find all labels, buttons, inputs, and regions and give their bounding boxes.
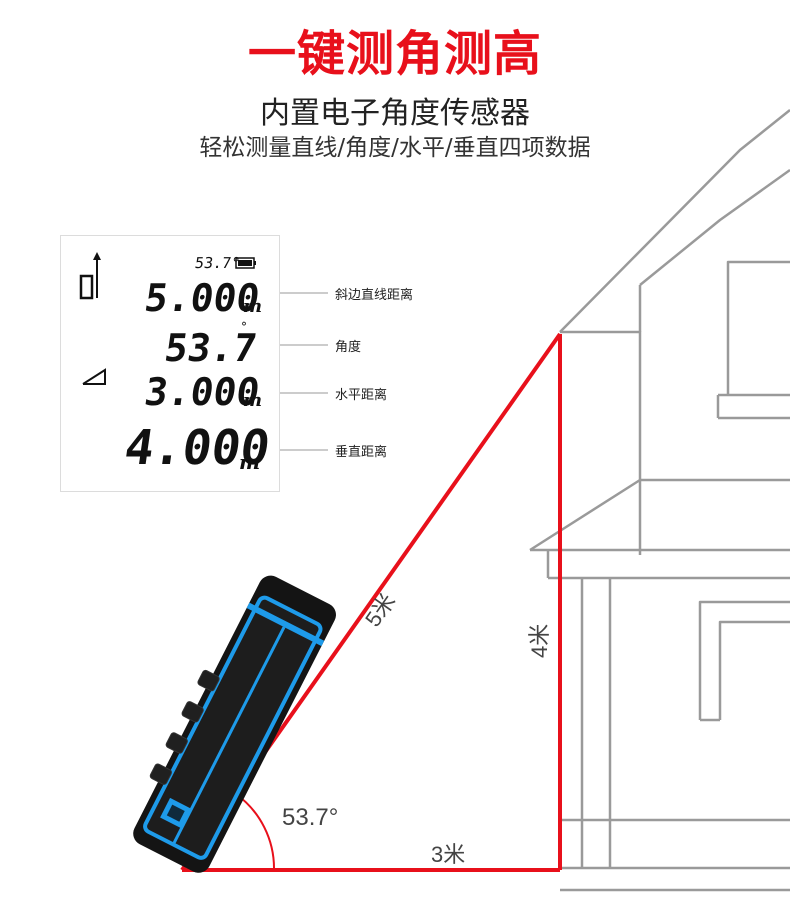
callout-vertical: 垂直距离 [335,445,388,460]
battery-icon [235,257,256,269]
lcd-display: 53.7° 5.000 m 53.7 ° 3.000 m 4.000 m [60,235,280,492]
headline: 一键测角测高 [247,26,542,82]
mode-icon [79,252,101,300]
rangefinder-device [133,575,336,873]
lcd-vertical-unit: m [239,450,261,474]
angle-label: 53.7° [282,804,339,831]
lcd-horizontal-unit: m [243,390,263,411]
subtitle: 内置电子角度传感器 [260,96,530,131]
callout-horizontal: 水平距离 [335,388,388,403]
lcd-hypotenuse-unit: m [243,296,263,317]
feature-description: 轻松测量直线/角度/水平/垂直四项数据 [199,135,591,161]
callout-hypotenuse: 斜边直线距离 [335,288,414,303]
lcd-angle-unit: ° [241,320,247,334]
vertical-label: 4米 [527,623,552,658]
callout-angle: 角度 [335,340,362,355]
house-sketch [529,109,790,892]
horizontal-label: 3米 [431,842,466,867]
angle-arc [235,793,276,871]
slope-icon [82,368,106,385]
